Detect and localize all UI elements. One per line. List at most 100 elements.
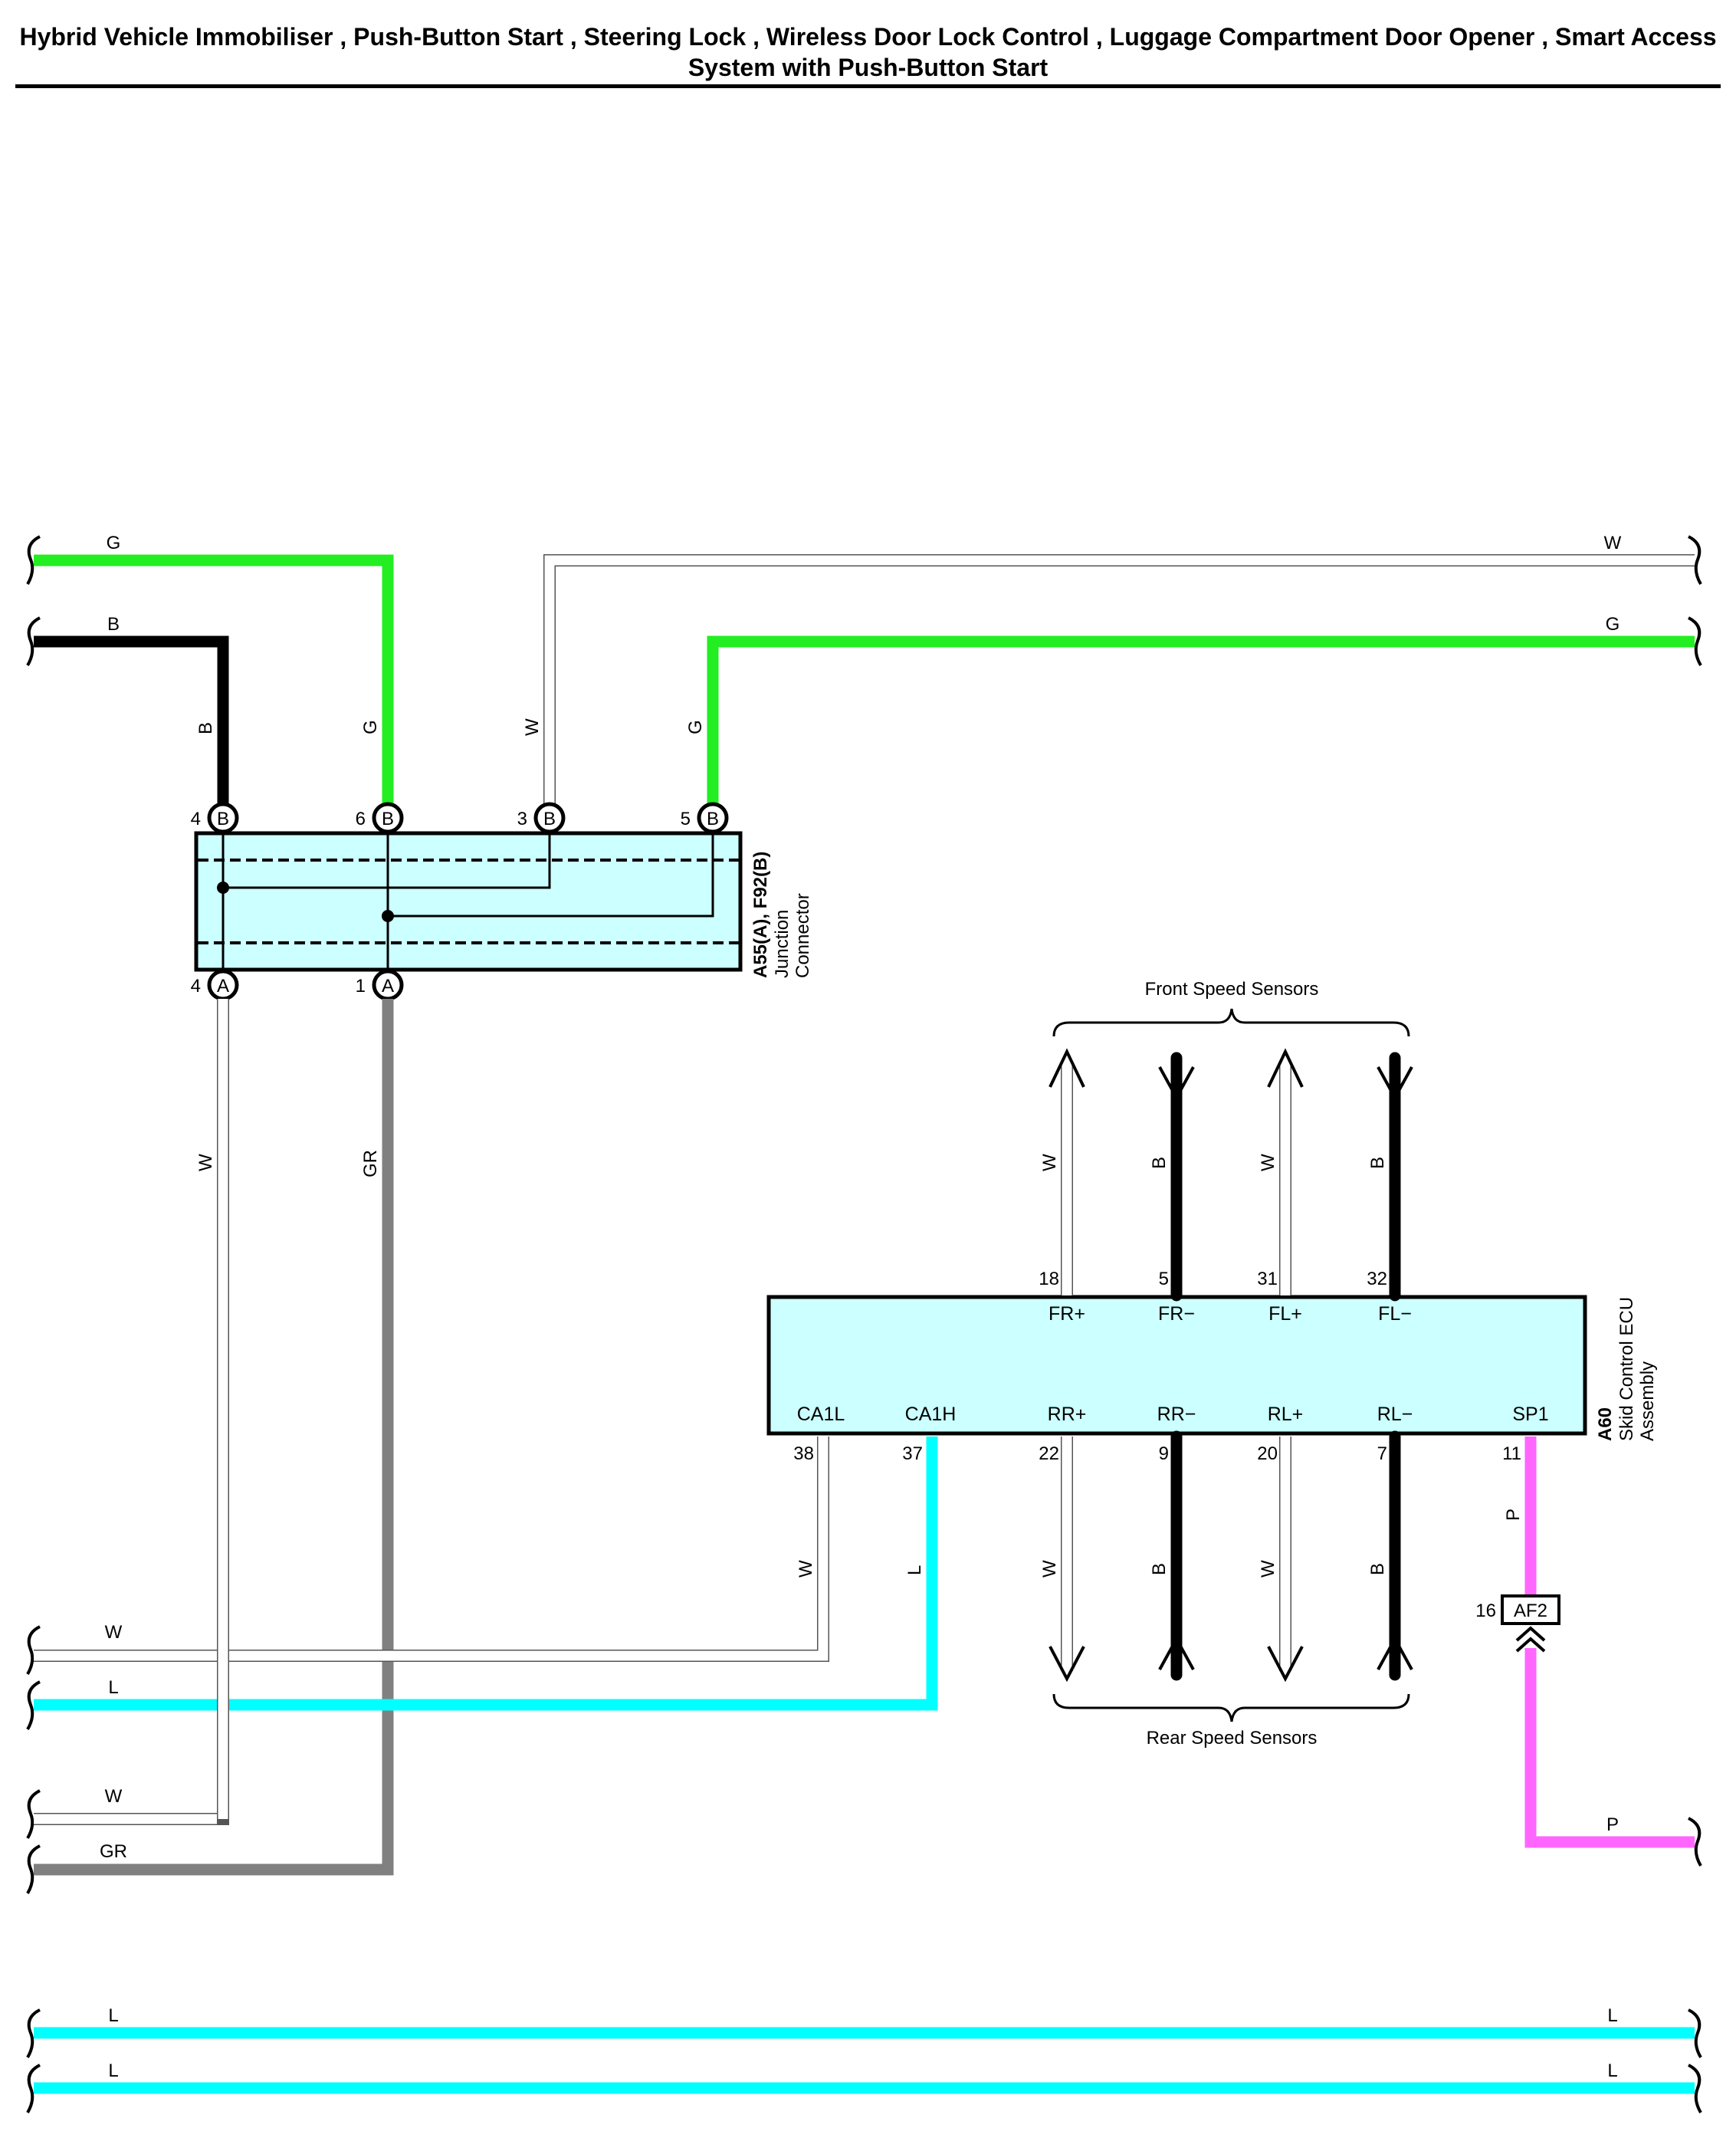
ecu-terminal-ca1l: CA1L (797, 1404, 845, 1425)
jc-internal-wiring (222, 833, 714, 970)
junction-connector: B 4 B 6 B 3 B 5 A 4 A 1 A55( (191, 802, 813, 1001)
ecu-pin-31: 31 (1257, 1269, 1278, 1289)
ecu-pin-20: 20 (1257, 1443, 1278, 1464)
wire-gr-jc1a-to-left (34, 999, 394, 1876)
label-bottom-l2-right: L (1607, 2060, 1617, 2081)
connector-af2-box (1501, 1594, 1560, 1625)
ecu-pin-37: 37 (902, 1443, 923, 1464)
ecu-pin-5: 5 (1159, 1269, 1169, 1289)
jc-name-line2: Connector (793, 893, 813, 978)
label-left-w1: W (105, 1622, 123, 1643)
ecu-pin-18: 18 (1039, 1269, 1059, 1289)
ecu-terminal-rl-minus: RL− (1377, 1404, 1413, 1425)
jc-bottom-pin-1a-num: 1 (356, 976, 366, 997)
ecu-body (766, 1295, 1587, 1436)
rear-sensor-bracket (1052, 1693, 1410, 1722)
label-left-l: L (108, 1677, 118, 1698)
jc-top-pin-4b: B 4 (191, 802, 239, 834)
jc-top-pin-3b-num: 3 (517, 809, 527, 829)
arrow-rl-minus-icon (1377, 1635, 1413, 1670)
arrow-fr-plus-icon (1048, 1048, 1085, 1088)
ecu-terminal-rr-plus: RR+ (1048, 1404, 1087, 1425)
wire-break-left-b (26, 616, 41, 667)
arrow-fr-minus-icon (1158, 1066, 1195, 1102)
wire-break-right-p (1688, 1817, 1702, 1867)
jc-top-pin-5b-letter: B (707, 809, 719, 829)
label-sp1-p: P (1503, 1509, 1524, 1521)
jc-internal-5b-bus (388, 833, 714, 918)
front-sensors-label: Front Speed Sensors (1145, 979, 1319, 1000)
ecu-terminal-rl-plus: RL+ (1268, 1404, 1304, 1425)
ecu-terminal-ca1h: CA1H (905, 1404, 957, 1425)
ecu-pin-32: 32 (1367, 1269, 1387, 1289)
jc-splice-dot-1 (217, 882, 229, 894)
rear-sensors-label: Rear Speed Sensors (1147, 1728, 1318, 1748)
ecu-terminal-sp1: SP1 (1512, 1404, 1548, 1425)
label-bottom-l1-right: L (1607, 2005, 1617, 2026)
jc-bottom-pin-4a-letter: A (217, 976, 229, 997)
jc-name-line1: Junction (772, 910, 793, 978)
label-vert-g2: G (685, 720, 706, 734)
ecu-terminal-rr-minus: RR− (1157, 1404, 1196, 1425)
label-rear-w2: W (1258, 1560, 1278, 1578)
title-rule (15, 84, 1721, 88)
connector-af2-name: AF2 (1514, 1601, 1547, 1621)
wire-break-left-w1 (26, 1625, 41, 1676)
label-left-top-b: B (107, 614, 120, 635)
jc-top-pin-6b: B 6 (356, 802, 404, 834)
wire-l-ca1h-to-left (34, 1437, 938, 1711)
wire-break-right-g (1688, 616, 1702, 667)
wire-w-right-to-jc3 (543, 554, 1695, 806)
label-left-w2: W (105, 1786, 123, 1807)
ecu-id-label: A60 (1595, 1407, 1616, 1441)
ecu-name-line1: Skid Control ECU (1616, 1297, 1637, 1441)
wire-break-left-l-bottom1 (26, 2008, 41, 2059)
jc-splice-dot-2 (382, 910, 394, 922)
label-ecu-down-w: W (796, 1560, 816, 1578)
label-rear-b1: B (1149, 1563, 1170, 1575)
label-vert-w: W (522, 718, 543, 736)
label-vert-b: B (195, 722, 216, 734)
jc-top-pin-6b-num: 6 (356, 809, 366, 829)
wire-break-left-g (26, 535, 41, 586)
ecu-terminal-fl-plus: FL+ (1268, 1303, 1302, 1325)
label-right-top-w: W (1604, 533, 1622, 553)
label-front-w1: W (1039, 1154, 1060, 1171)
connector-af2-pin: 16 (1475, 1601, 1496, 1621)
arrow-fl-plus-icon (1267, 1048, 1304, 1088)
front-sensor-wires: Front Speed Sensors (1048, 979, 1413, 1302)
label-rear-b2: B (1367, 1563, 1388, 1575)
wire-w-jc4a-to-left (34, 999, 229, 1825)
label-ecu-down-l: L (904, 1565, 925, 1575)
jc-top-pin-4b-num: 4 (191, 809, 201, 829)
arrow-fl-minus-icon (1377, 1066, 1413, 1102)
label-left-top-g: G (107, 533, 121, 553)
wire-break-right-l-bottom2 (1688, 2064, 1702, 2114)
wire-w-ca1l-to-left (34, 1437, 829, 1662)
jc-top-pin-5b-num: 5 (681, 809, 691, 829)
jc-id-label: A55(A), F92(B) (750, 852, 771, 978)
ecu-terminal-fr-minus: FR− (1158, 1303, 1195, 1325)
label-front-b1: B (1149, 1157, 1170, 1169)
wire-w-right-to-jc3-fill (544, 555, 1695, 806)
wire-b-left-to-jc4 (34, 635, 229, 806)
ecu-terminal-fl-minus: FL− (1378, 1303, 1412, 1325)
wire-break-left-l-bottom2 (26, 2064, 41, 2114)
jc-top-pin-5b: B 5 (681, 802, 729, 834)
jc-top-pin-3b-letter: B (543, 809, 556, 829)
wire-break-marks (26, 535, 1702, 2114)
arrow-rr-plus-icon (1048, 1646, 1085, 1683)
wire-color-labels: G B W G B G W G W GR W B W B W L W B W B… (100, 533, 1622, 2081)
wire-break-right-w (1688, 535, 1702, 586)
wire-g-left-to-jc6 (34, 554, 394, 806)
label-jc-down-gr: GR (360, 1150, 381, 1177)
label-left-gr: GR (100, 1841, 127, 1862)
junction-connector-body (194, 831, 743, 972)
rear-sensor-wires: Rear Speed Sensors (1048, 1430, 1413, 1748)
jc-bottom-pin-4a-num: 4 (191, 976, 201, 997)
label-right-top-g: G (1606, 614, 1620, 635)
jc-bottom-pin-1a: A 1 (356, 969, 404, 1001)
label-bottom-l2-left: L (108, 2060, 118, 2081)
ecu-pin-22: 22 (1039, 1443, 1059, 1464)
